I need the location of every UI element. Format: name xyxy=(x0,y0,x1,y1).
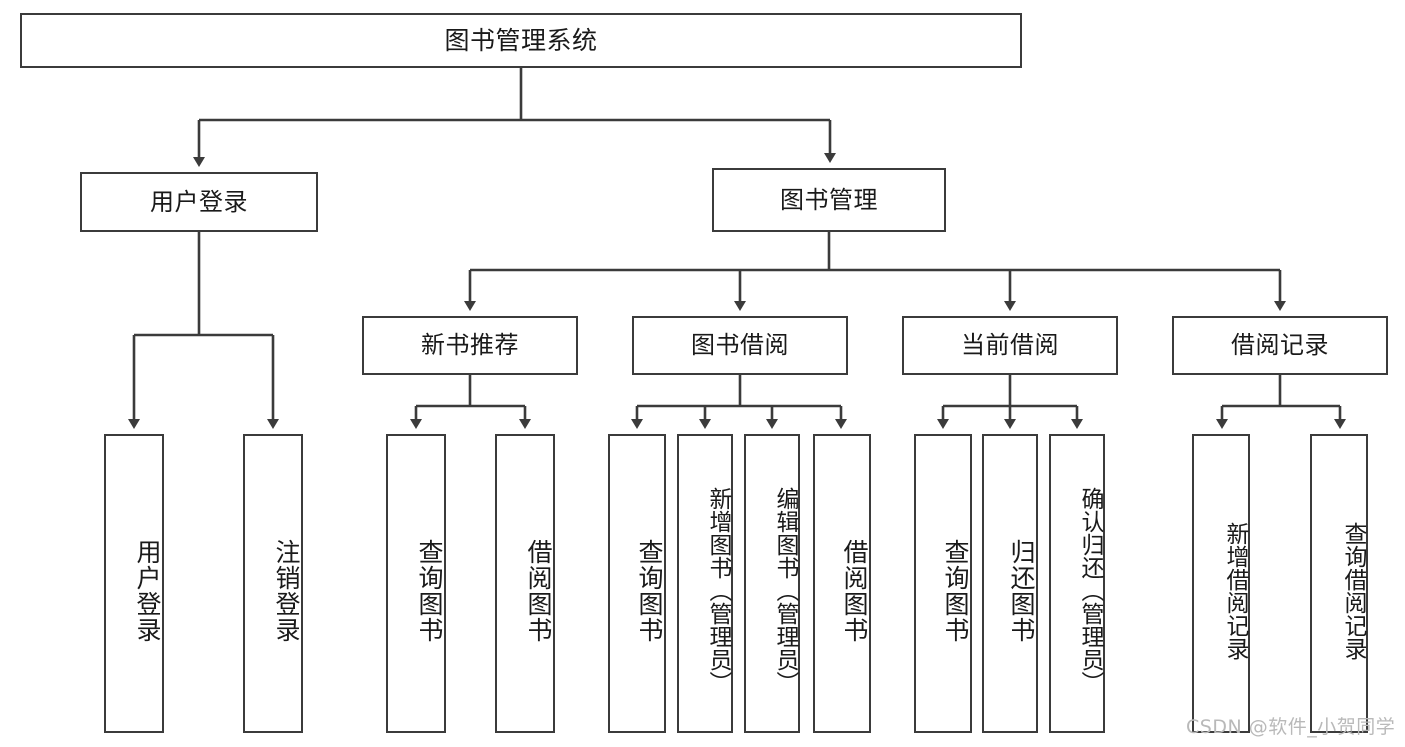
leaf-confirm-return[interactable]: 确认归还（管理员） xyxy=(1049,434,1105,733)
node-new-book-recommend-label: 新书推荐 xyxy=(421,331,519,360)
leaf-borrow-book-1-label: 借阅图书 xyxy=(524,538,553,643)
leaf-query-record-label: 查询借阅记录 xyxy=(1340,521,1366,660)
node-current-borrow-label: 当前借阅 xyxy=(961,331,1059,360)
leaf-add-book[interactable]: 新增图书（管理员） xyxy=(677,434,733,733)
node-borrow-record-label: 借阅记录 xyxy=(1231,331,1329,360)
leaf-query-book-2-label: 查询图书 xyxy=(635,538,664,643)
leaf-logout-label: 注销登录 xyxy=(272,538,301,643)
leaf-borrow-book-2[interactable]: 借阅图书 xyxy=(813,434,871,733)
node-user-login-label: 用户登录 xyxy=(150,187,248,216)
leaf-edit-book[interactable]: 编辑图书（管理员） xyxy=(744,434,800,733)
leaf-query-record[interactable]: 查询借阅记录 xyxy=(1310,434,1368,733)
leaf-add-book-label: 新增图书（管理员） xyxy=(705,487,731,694)
leaf-query-book-3-label: 查询图书 xyxy=(941,538,970,643)
leaf-user-login-label: 用户登录 xyxy=(133,538,162,643)
leaf-edit-book-label: 编辑图书（管理员） xyxy=(772,487,798,694)
leaf-add-record-label: 新增借阅记录 xyxy=(1222,521,1248,660)
node-book-borrow[interactable]: 图书借阅 xyxy=(632,316,848,375)
leaf-add-record[interactable]: 新增借阅记录 xyxy=(1192,434,1250,733)
leaf-confirm-return-label: 确认归还（管理员） xyxy=(1077,487,1103,694)
node-book-manage[interactable]: 图书管理 xyxy=(712,168,946,232)
node-book-manage-label: 图书管理 xyxy=(780,185,878,214)
node-user-login[interactable]: 用户登录 xyxy=(80,172,318,232)
leaf-return-book-label: 归还图书 xyxy=(1007,538,1036,643)
leaf-borrow-book-1[interactable]: 借阅图书 xyxy=(495,434,555,733)
leaf-return-book[interactable]: 归还图书 xyxy=(982,434,1038,733)
node-book-borrow-label: 图书借阅 xyxy=(691,331,789,360)
leaf-query-book-1[interactable]: 查询图书 xyxy=(386,434,446,733)
node-root-system[interactable]: 图书管理系统 xyxy=(20,13,1022,68)
leaf-user-login[interactable]: 用户登录 xyxy=(104,434,164,733)
watermark: CSDN @软件_小贺同学 xyxy=(1186,716,1396,738)
leaf-query-book-3[interactable]: 查询图书 xyxy=(914,434,972,733)
node-borrow-record[interactable]: 借阅记录 xyxy=(1172,316,1388,375)
leaf-query-book-2[interactable]: 查询图书 xyxy=(608,434,666,733)
leaf-query-book-1-label: 查询图书 xyxy=(415,538,444,643)
leaf-borrow-book-2-label: 借阅图书 xyxy=(840,538,869,643)
node-root-label: 图书管理系统 xyxy=(444,25,598,55)
leaf-logout[interactable]: 注销登录 xyxy=(243,434,303,733)
node-new-book-recommend[interactable]: 新书推荐 xyxy=(362,316,578,375)
node-current-borrow[interactable]: 当前借阅 xyxy=(902,316,1118,375)
